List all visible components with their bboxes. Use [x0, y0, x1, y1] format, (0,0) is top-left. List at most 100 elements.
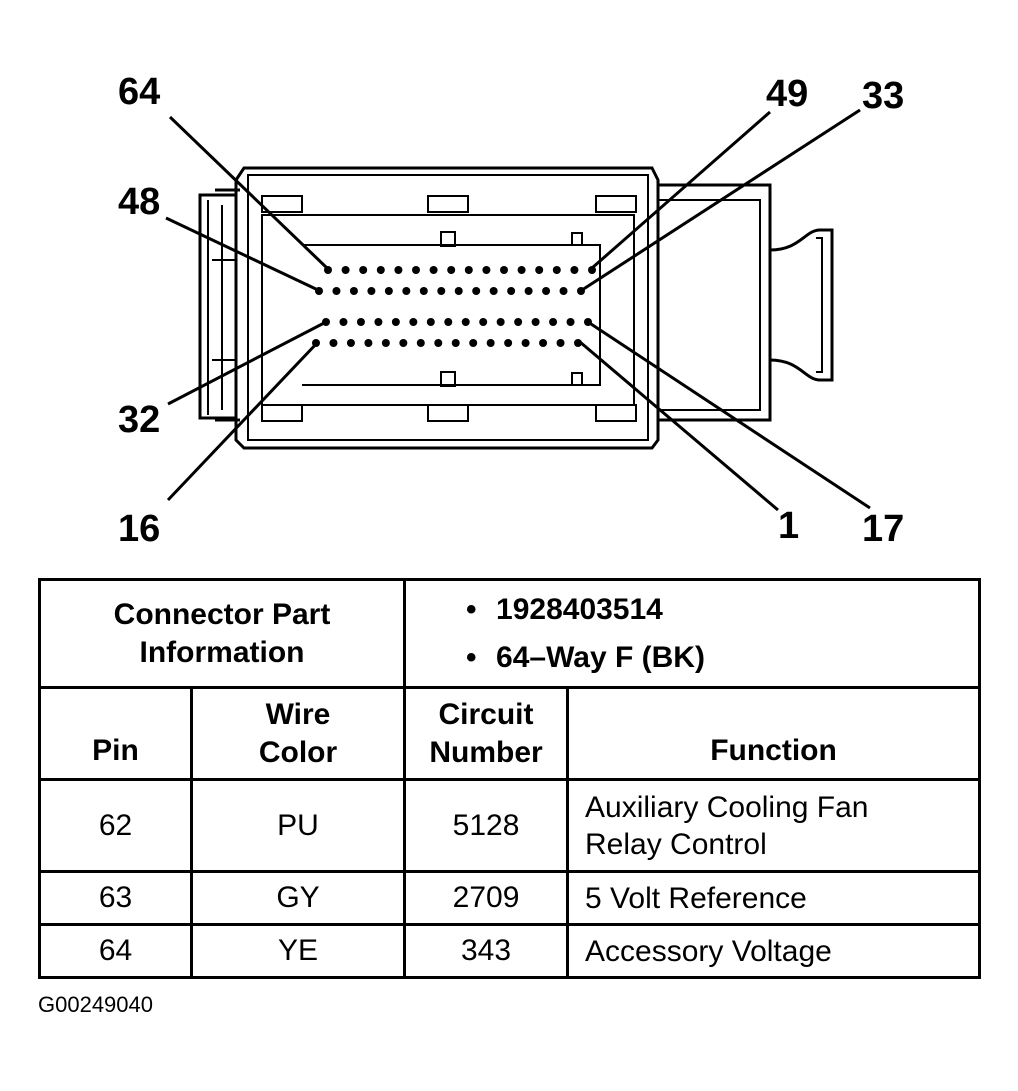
pin-hole [524, 287, 533, 295]
pin-hole [482, 266, 491, 274]
pin-hole [374, 318, 383, 326]
pin-hole [500, 266, 508, 274]
pin-hole [419, 287, 428, 295]
pin-label-16: 16 [118, 508, 160, 550]
cell-function: 5 Volt Reference [566, 870, 982, 926]
pin-hole [394, 266, 403, 274]
leader-17 [587, 320, 871, 510]
pin-hole [426, 318, 435, 326]
pin-hole [559, 287, 568, 295]
part-number: 1928403514 [496, 592, 663, 626]
pin-hole [504, 339, 513, 347]
pin-hole [341, 266, 350, 274]
pin-hole [486, 339, 495, 347]
pin-hole [539, 339, 548, 347]
connector-part-info-label: Connector Part Information [113, 597, 331, 669]
connector-description: 64–Way F (BK) [496, 640, 705, 674]
pin-hole [521, 339, 530, 347]
pin-hole [479, 318, 488, 326]
leader-49 [591, 110, 771, 270]
pin-hole [464, 266, 473, 274]
cell-circuit: 5128 [403, 778, 570, 873]
pin-hole [566, 318, 575, 326]
pin-hole [552, 266, 561, 274]
table-row: 63 GY 2709 5 Volt Reference [38, 870, 982, 926]
pin-hole [376, 266, 385, 274]
pin-hole [416, 339, 425, 347]
figure-id: G00249040 [38, 992, 153, 1017]
table-row: 64 YE 343 Accessory Voltage [38, 923, 982, 979]
pin-hole [454, 287, 463, 295]
cell-pin: 63 [38, 870, 193, 926]
column-header-pin: Pin [38, 686, 193, 781]
connector-housing [198, 166, 834, 450]
cell-wire-color: GY [189, 870, 407, 926]
pin-hole [507, 287, 516, 295]
pin-label-64: 64 [118, 71, 160, 113]
pin-hole [434, 339, 443, 347]
pin-hole [542, 287, 551, 295]
column-header-circuit-number: Circuit Number [403, 686, 570, 781]
pin-hole [531, 318, 540, 326]
pin-hole [437, 287, 446, 295]
pin-hole [444, 318, 453, 326]
cell-circuit: 2709 [403, 870, 570, 926]
column-header-function: Function [566, 686, 982, 781]
pin-hole [332, 287, 341, 295]
leader-64 [168, 115, 329, 270]
connector-part-info-header: Connector Part Information [37, 578, 407, 689]
pin-hole [472, 287, 481, 295]
table-row: 62 PU 5128 Auxiliary Cooling Fan Relay C… [38, 778, 982, 873]
cell-function: Auxiliary Cooling Fan Relay Control [566, 778, 982, 873]
bullet-icon: • [466, 592, 477, 626]
pin-hole [556, 339, 565, 347]
pin-hole [412, 266, 420, 274]
pin-hole [574, 339, 582, 347]
column-header-wire-color: Wire Color [189, 686, 407, 781]
pin-hole [381, 339, 390, 347]
cell-circuit: 343 [403, 923, 570, 979]
connector-diagram: 64 49 33 48 32 16 1 17 [118, 71, 904, 550]
pin-hole [517, 266, 526, 274]
leader-1 [579, 340, 779, 512]
pin-hole [535, 266, 544, 274]
pin-hole [549, 318, 558, 326]
pin-hole [384, 287, 393, 295]
pin-hole [346, 339, 355, 347]
part-number-line: • 1928403514 [466, 586, 978, 634]
leader-33 [581, 108, 861, 292]
pin-hole [489, 287, 498, 295]
pin-label-49: 49 [766, 73, 808, 115]
pin-hole [447, 266, 456, 274]
pin-hole [469, 339, 478, 347]
pin-label-33: 33 [862, 75, 904, 117]
pin-hole [409, 318, 418, 326]
pin-hole [356, 318, 365, 326]
leader-32 [167, 320, 327, 406]
cell-pin: 62 [38, 778, 193, 873]
pin-hole [359, 266, 368, 274]
pin-hole [349, 287, 358, 295]
leader-16 [166, 340, 320, 502]
pin-hole [461, 318, 470, 326]
connector-info-table: Connector Part Information • 1928403514 •… [37, 578, 982, 979]
bullet-icon: • [466, 640, 477, 674]
pin-hole [429, 266, 438, 274]
leader-48 [165, 216, 319, 292]
pin-hole [402, 287, 411, 295]
leader-lines [165, 108, 871, 512]
pin-hole [514, 318, 523, 326]
pin-label-48: 48 [118, 181, 160, 223]
connector-part-info-values: • 1928403514 • 64–Way F (BK) [403, 578, 982, 689]
pin-label-17: 17 [862, 508, 904, 550]
pin-hole [329, 339, 338, 347]
connector-description-line: • 64–Way F (BK) [466, 634, 978, 682]
cell-wire-color: YE [189, 923, 407, 979]
pin-hole [364, 339, 373, 347]
pin-hole [570, 266, 579, 274]
pin-holes [312, 266, 596, 347]
pin-hole [451, 339, 460, 347]
cell-wire-color: PU [189, 778, 407, 873]
pin-hole [367, 287, 376, 295]
cell-pin: 64 [38, 923, 193, 979]
